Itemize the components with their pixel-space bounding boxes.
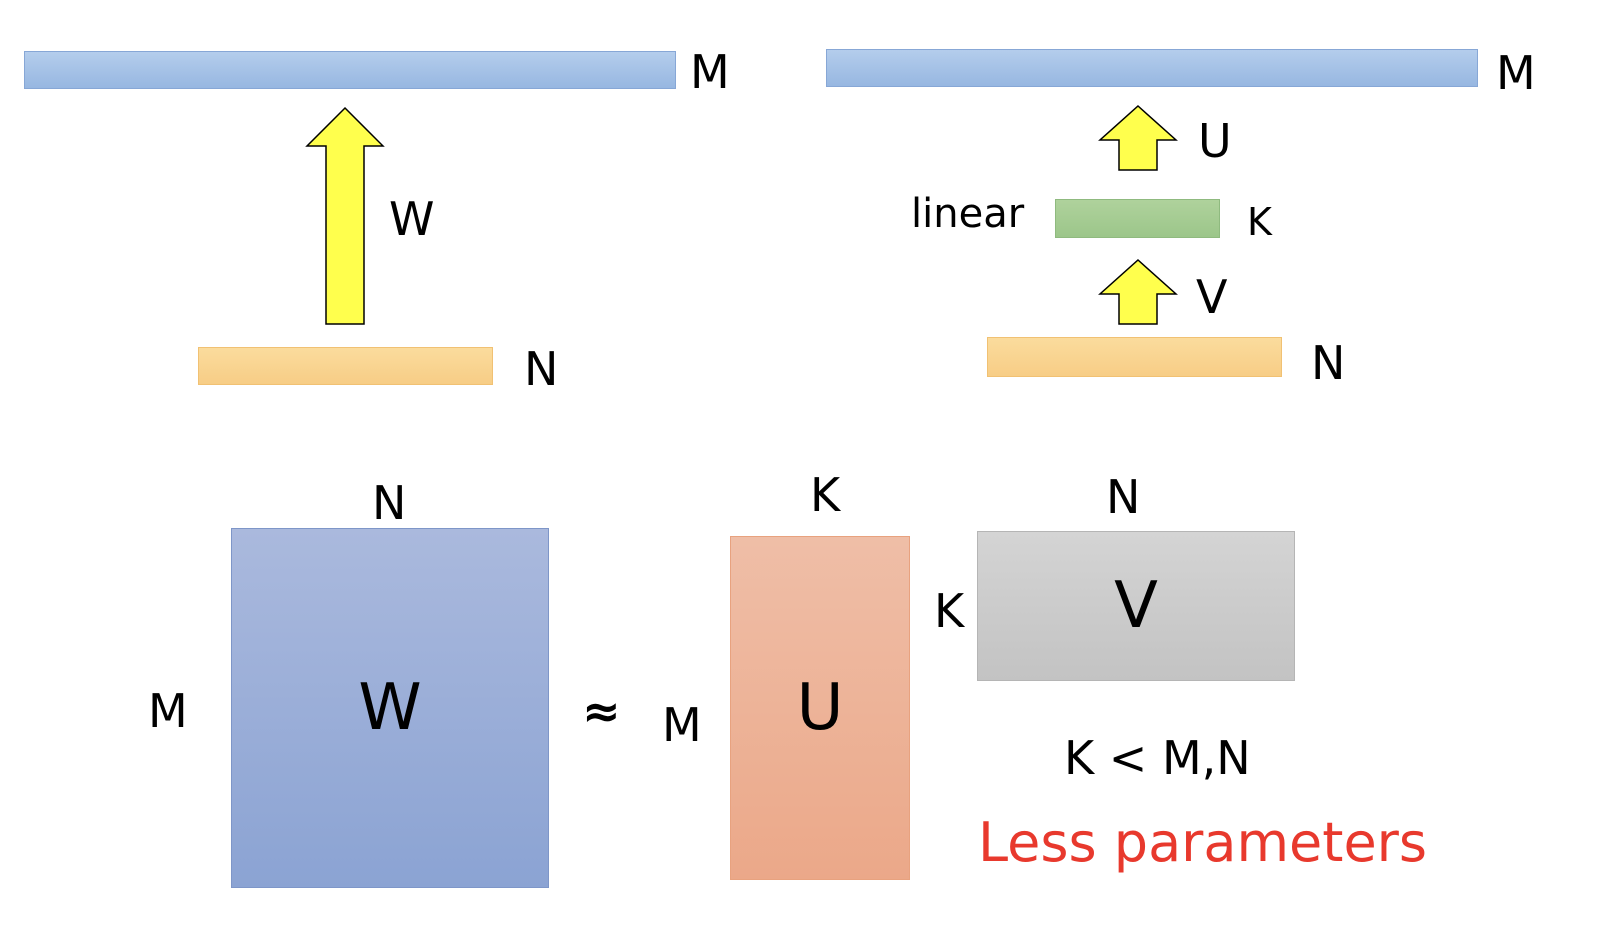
w-matrix-rows-label: M bbox=[148, 684, 188, 738]
output-dim-label-right: M bbox=[1496, 46, 1536, 100]
input-vector-right bbox=[987, 337, 1282, 377]
u-matrix-rows-label: M bbox=[662, 698, 702, 752]
constraint-label: K < M,N bbox=[1064, 731, 1251, 785]
up-arrow-icon bbox=[305, 106, 385, 325]
input-dim-label-left: N bbox=[524, 342, 559, 396]
u-matrix-label: U bbox=[796, 671, 844, 745]
up-arrow-v-icon bbox=[1098, 258, 1178, 325]
input-dim-label-right: N bbox=[1311, 336, 1346, 390]
u-label-top: U bbox=[1198, 114, 1232, 168]
output-vector-right bbox=[826, 49, 1478, 87]
conclusion-label: Less parameters bbox=[978, 811, 1428, 874]
up-arrow-u-icon bbox=[1098, 104, 1178, 171]
linear-label: linear bbox=[911, 191, 1025, 237]
hidden-vector bbox=[1055, 199, 1220, 238]
approx-symbol: ≈ bbox=[582, 684, 621, 738]
v-matrix-cols-label: N bbox=[1106, 470, 1141, 524]
v-label-top: V bbox=[1196, 270, 1228, 324]
output-dim-label-left: M bbox=[690, 45, 730, 99]
w-matrix-cols-label: N bbox=[372, 476, 407, 530]
w-matrix-label: W bbox=[358, 671, 422, 745]
v-matrix-label: V bbox=[1114, 569, 1158, 643]
v-matrix-rows-label: K bbox=[934, 584, 965, 638]
hidden-dim-label: K bbox=[1247, 200, 1272, 244]
w-matrix: W bbox=[231, 528, 549, 888]
u-matrix: U bbox=[730, 536, 910, 880]
output-vector-left bbox=[24, 51, 676, 89]
u-matrix-cols-label: K bbox=[810, 468, 841, 522]
input-vector-left bbox=[198, 347, 493, 385]
weight-label-w: W bbox=[389, 192, 435, 246]
v-matrix: V bbox=[977, 531, 1295, 681]
